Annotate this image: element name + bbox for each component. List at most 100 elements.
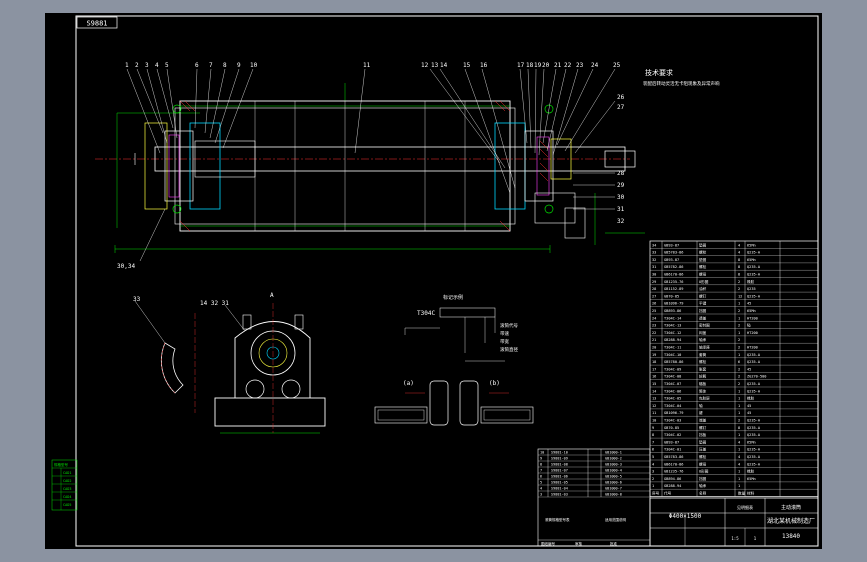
parts-cell-no: 21 [652, 338, 656, 342]
parts-cell-code: T304C-05 [664, 397, 681, 401]
parts-cell-name: 轴 [699, 403, 703, 408]
parts-cell-name: 螺钉 [699, 425, 707, 430]
parts-cell-code: GB1096-79 [664, 411, 683, 415]
parts-cell-material: Q235-A [747, 294, 761, 298]
parts-cell-code: GB894-86 [664, 477, 681, 481]
callout-heading: 标记示例 [443, 294, 463, 301]
parts-cell-code: GB288-94 [664, 338, 681, 342]
change-cell: S9881-07 [551, 468, 568, 472]
parts-cell-no: 30 [652, 273, 656, 277]
parts-cell-no: 24 [652, 316, 656, 320]
parts-cell-material: ZG270-500 [747, 375, 766, 379]
balloon-19: 19 [534, 62, 542, 69]
balloon-9: 9 [237, 62, 241, 69]
legend-2: CAD2 [63, 479, 71, 483]
parts-cell-material: 橡胶 [747, 396, 755, 401]
parts-cell-name: O形圈 [699, 279, 709, 284]
change-footer-1: 图纸编号 [541, 541, 555, 546]
balloon-7: 7 [209, 62, 213, 69]
legend-1: CAD1 [63, 471, 71, 475]
change-cell: 5 [540, 480, 542, 484]
callout-note-3: 带宽 [500, 338, 509, 345]
parts-cell-material: HT200 [747, 316, 758, 320]
parts-cell-material: Q235-A [747, 419, 761, 423]
legend-5: CAD5 [63, 503, 71, 507]
parts-cell-code: T304C-07 [664, 382, 681, 386]
parts-cell-material: Q235-A [747, 251, 761, 255]
parts-cell-no: 28 [652, 287, 656, 291]
change-cell: GB1000-8 [605, 492, 622, 496]
parts-cell-no: 10 [652, 419, 656, 423]
parts-cell-name: 挡圈 [699, 476, 707, 481]
parts-cell-no: 5 [652, 455, 654, 459]
drawing-tab [76, 16, 118, 29]
parts-cell-no: 27 [652, 294, 656, 298]
change-note-2: 适用范围说明 [605, 517, 626, 522]
left-legend: 规格型号 CAD1 CAD2 CAD3 CAD4 CAD5 [51, 459, 78, 511]
parts-cell-code: GB288-94 [664, 484, 681, 488]
title-sheet: 1 [754, 536, 757, 541]
balloon-6: 6 [195, 62, 199, 69]
cad-viewport[interactable]: S9881 [45, 13, 822, 549]
change-cell: GB1000-5 [605, 474, 622, 478]
callout-note-4: 滚筒直径 [500, 346, 518, 353]
parts-cell-code: GB5780-86 [664, 360, 683, 364]
change-footer-2: 审核 [575, 541, 583, 546]
parts-cell-material: Q235-A [747, 389, 761, 393]
title-company: 湖北某机械制造厂 [767, 517, 815, 525]
parts-cell-no: 22 [652, 331, 656, 335]
parts-cell-qty: 1 [738, 331, 740, 335]
parts-cell-name: 平键 [699, 301, 707, 306]
parts-cell-qty: 8 [738, 258, 740, 262]
balloon-20: 20 [542, 62, 550, 69]
balloon-29: 29 [617, 182, 625, 189]
parts-cell-name: 包胶层 [699, 396, 710, 401]
parts-cell-material: 45 [747, 302, 751, 306]
parts-cell-no: 18 [652, 360, 656, 364]
parts-cell-material: 65Mn [747, 440, 756, 444]
parts-cell-code: GB6170-86 [664, 273, 683, 277]
callout-note-1: 滚筒代号 [500, 322, 518, 329]
parts-cell-qty: 4 [738, 243, 740, 247]
parts-cell-no: 23 [652, 324, 656, 328]
parts-cell-name: 辐板 [699, 381, 707, 386]
parts-header-qty: 数量 [738, 491, 746, 496]
parts-cell-qty: 1 [738, 302, 740, 306]
label-33: 33 [133, 296, 141, 303]
balloon-23: 23 [576, 62, 584, 69]
parts-cell-code: GB893-86 [664, 309, 681, 313]
parts-cell-name: O形圈 [699, 469, 709, 474]
parts-cell-material: 橡胶 [747, 469, 755, 474]
parts-cell-name: 闷盖 [699, 330, 707, 335]
cad-drawing-canvas[interactable]: S9881 [45, 13, 822, 549]
title-block: Φ400×1500 湖北某机械制造厂 主动滚筒 13840 见明细表 1:5 1 [649, 497, 819, 547]
balloon-14: 14 [440, 62, 448, 69]
parts-cell-material: 65Mn [747, 309, 756, 313]
parts-cell-code: GB93-87 [664, 243, 679, 247]
parts-cell-name: 轴承 [699, 483, 707, 488]
balloon-2: 2 [135, 62, 139, 69]
parts-cell-name: 筒体 [699, 388, 707, 393]
parts-cell-no: 15 [652, 382, 656, 386]
parts-header-material: 材料 [747, 491, 755, 496]
bearing-seat-view: 14 32 31 A [200, 292, 326, 434]
section-a-label: A [270, 292, 274, 299]
parts-cell-material: Q235-A [747, 455, 761, 459]
parts-cell-code: GB1235-76 [664, 470, 683, 474]
parts-cell-no: 34 [652, 243, 656, 247]
parts-cell-no: 4 [652, 462, 654, 466]
parts-cell-material: Q235-A [747, 433, 761, 437]
parts-cell-qty: 2 [738, 382, 740, 386]
balloon-15: 15 [463, 62, 471, 69]
parts-cell-code: GB5783-86 [664, 455, 683, 459]
parts-cell-qty: 2 [738, 280, 740, 284]
parts-cell-code: GB93-87 [664, 258, 679, 262]
change-cell: 6 [540, 474, 542, 478]
parts-cell-code: GB5782-86 [664, 265, 683, 269]
parts-header-name: 名称 [699, 491, 707, 496]
balloon-11: 11 [363, 62, 371, 69]
change-cell: S9881-06 [551, 474, 568, 478]
balloon-27: 27 [617, 104, 625, 111]
parts-cell-name: 垫圈 [699, 257, 707, 262]
parts-cell-code: T304C-04 [664, 404, 681, 408]
